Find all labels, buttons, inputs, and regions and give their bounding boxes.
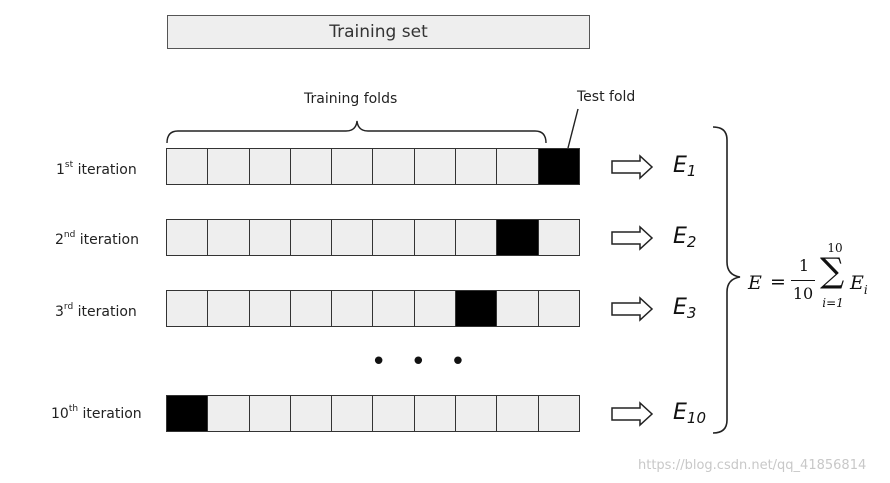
training-set-bar: Training set	[167, 15, 590, 49]
training-fold	[372, 395, 415, 432]
iteration-label-3: 3rd iteration	[55, 302, 137, 320]
formula-term: Ei	[850, 272, 868, 297]
test-fold	[496, 219, 539, 256]
training-fold	[331, 219, 374, 256]
test-fold	[166, 395, 209, 432]
fold-row-10	[166, 395, 580, 432]
error-label-2: E2	[673, 224, 697, 251]
training-fold	[331, 148, 374, 185]
training-fold	[372, 148, 415, 185]
training-fold	[166, 148, 209, 185]
training-fold	[496, 395, 539, 432]
training-fold	[207, 395, 250, 432]
training-fold	[248, 395, 291, 432]
formula-equals: =	[770, 271, 786, 293]
formula-fraction-bar	[791, 280, 815, 281]
formula-denominator: 10	[792, 284, 814, 303]
error-label-3: E3	[673, 295, 697, 322]
training-fold	[289, 148, 333, 185]
test-fold-label: Test fold	[577, 89, 636, 105]
fold-row-2	[166, 219, 580, 256]
training-fold	[207, 148, 250, 185]
training-set-label: Training set	[329, 22, 428, 42]
training-fold	[248, 219, 291, 256]
training-fold	[166, 290, 209, 327]
fold-row-3	[166, 290, 580, 327]
training-fold	[537, 395, 580, 432]
iteration-label-10: 10th iteration	[51, 404, 142, 422]
test-fold-pointer	[567, 108, 579, 149]
training-fold	[331, 290, 374, 327]
iteration-label-2: 2nd iteration	[55, 230, 139, 248]
formula-sum-lower: i=1	[822, 296, 844, 310]
results-brace	[712, 126, 741, 434]
error-label-10: E10	[673, 400, 706, 427]
training-fold	[496, 290, 539, 327]
training-fold	[372, 290, 415, 327]
training-fold	[248, 290, 291, 327]
training-folds-label: Training folds	[304, 91, 398, 107]
training-fold	[331, 395, 374, 432]
error-label-1: E1	[673, 153, 697, 180]
fold-row-1	[166, 148, 580, 185]
formula-sum-upper: 10	[827, 241, 843, 255]
test-fold	[455, 290, 498, 327]
training-fold	[413, 395, 457, 432]
training-folds-brace	[166, 120, 547, 144]
formula-numerator: 1	[798, 256, 810, 275]
training-fold	[413, 290, 457, 327]
training-fold	[496, 148, 539, 185]
training-fold	[289, 219, 333, 256]
training-fold	[248, 148, 291, 185]
watermark: https://blog.csdn.net/qq_41856814	[638, 458, 867, 473]
ellipsis: • • •	[371, 347, 474, 377]
training-fold	[207, 219, 250, 256]
training-fold	[455, 395, 498, 432]
training-fold	[455, 148, 498, 185]
training-fold	[207, 290, 250, 327]
formula-lhs: E	[748, 272, 762, 294]
training-fold	[289, 395, 333, 432]
formula-sum-symbol: ∑	[820, 251, 845, 291]
test-fold	[537, 148, 580, 185]
iteration-label-1: 1st iteration	[56, 160, 137, 178]
training-fold	[455, 219, 498, 256]
training-fold	[372, 219, 415, 256]
training-fold	[289, 290, 333, 327]
training-fold	[537, 219, 580, 256]
training-fold	[166, 219, 209, 256]
training-fold	[413, 219, 457, 256]
training-fold	[413, 148, 457, 185]
training-fold	[537, 290, 580, 327]
